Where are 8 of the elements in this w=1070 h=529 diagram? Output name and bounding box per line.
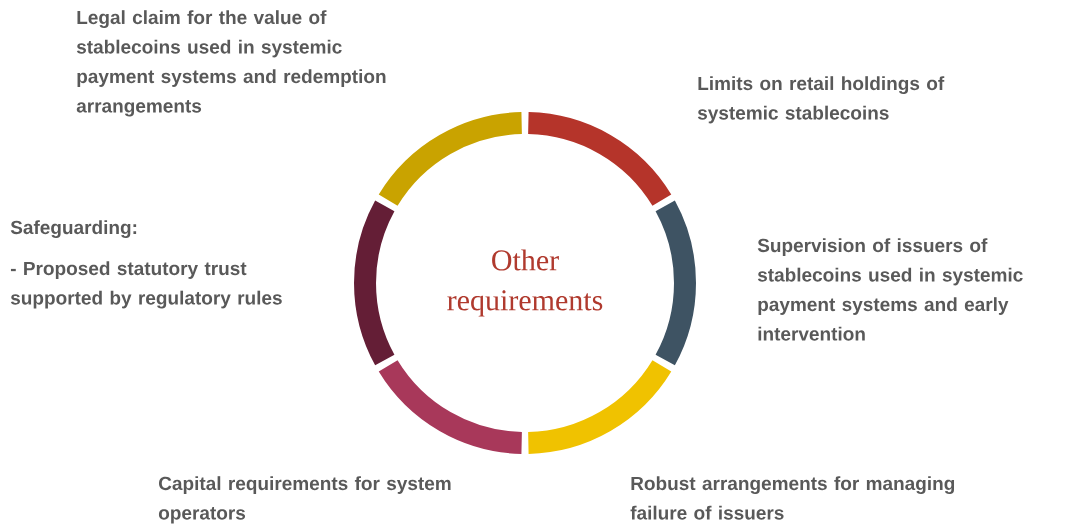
annotation-text: Safeguarding: [10,220,137,238]
annotation-text: Robust arrangements for managing failure of issuers [630,476,955,520]
annotation-text: Capital requirements for system operators [158,476,451,524]
annotation-text: - Proposed statutory trust supported by regulatory rules [10,261,282,309]
annotation-text: Supervision of issuers of stablecoins used in systemic payment systems and early intervention [757,238,1023,341]
annotation-text: Limits on retail holdings of systemic stablecoins [697,76,945,124]
annotation-text: Legal claim for the value of stablecoins used in systemic payment systems and redemption arrangements [76,10,386,117]
center-label: Other requirements [447,249,603,317]
